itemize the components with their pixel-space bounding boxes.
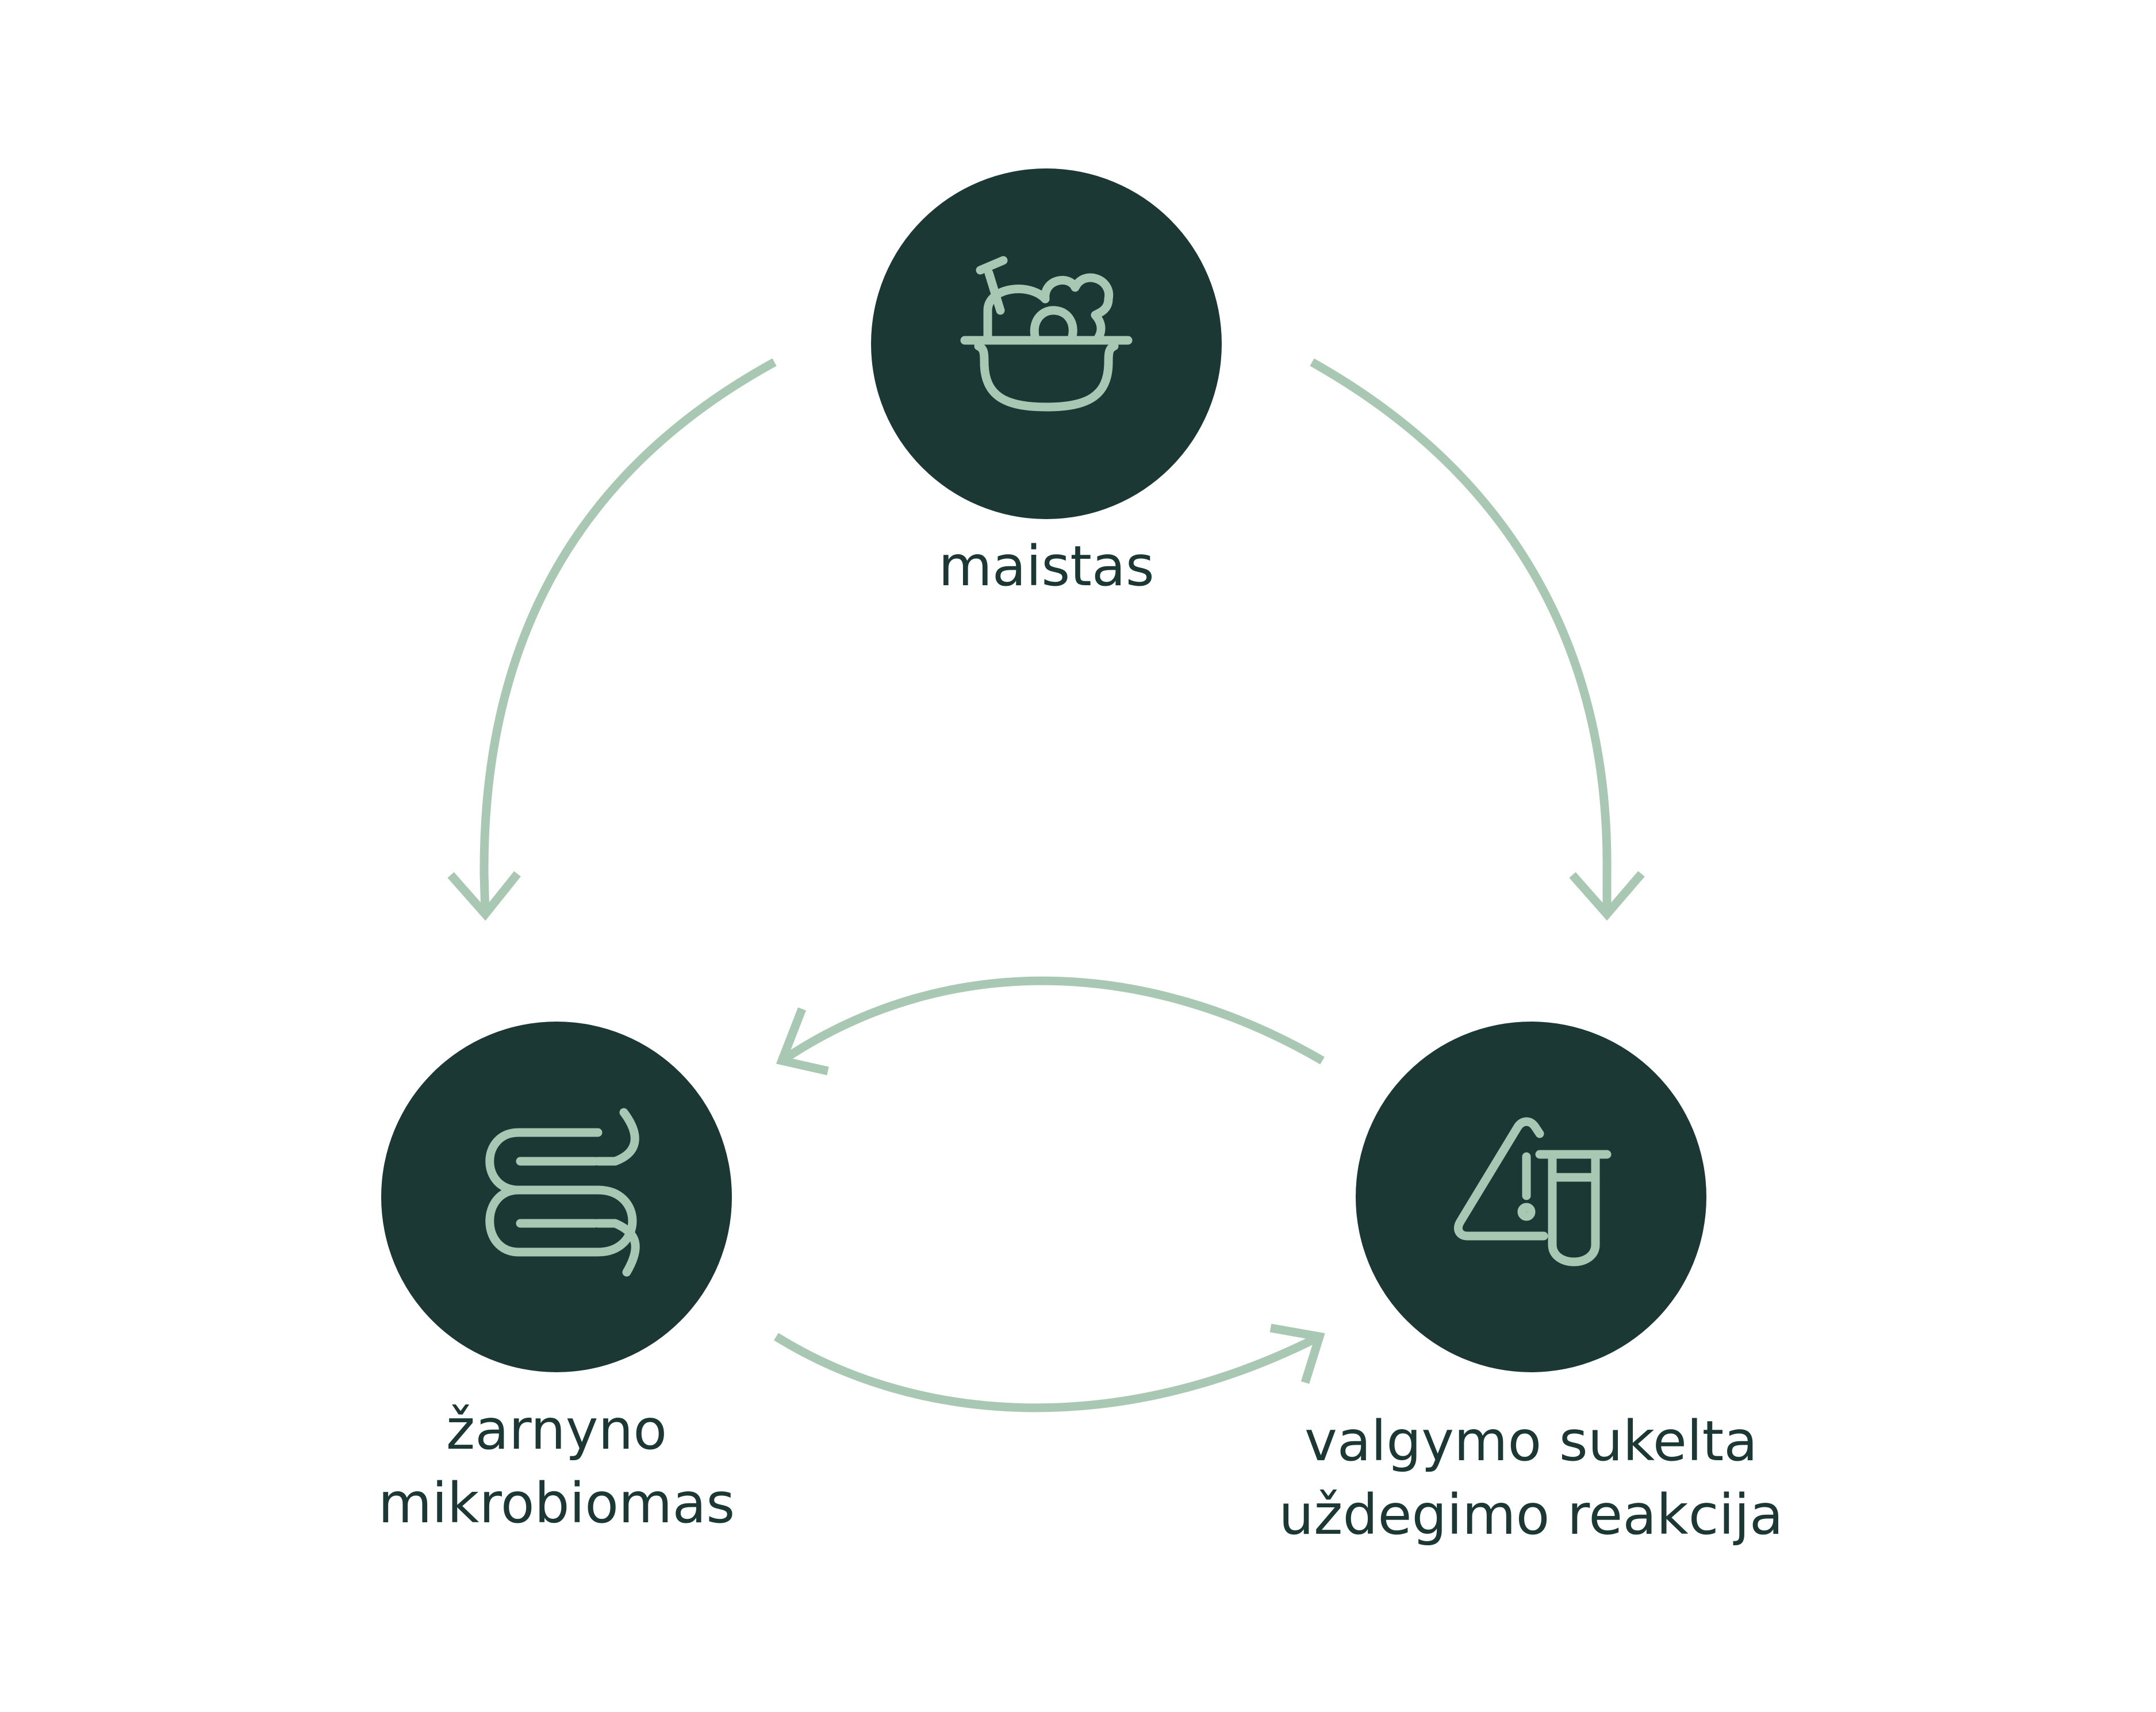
- arrowhead: [1569, 871, 1645, 921]
- node-inflammation-label-line1: valgymo sukelta: [1305, 1409, 1758, 1473]
- node-microbiome-circle: [381, 1022, 732, 1372]
- arrowhead: [447, 871, 521, 921]
- arrow-food-to-microbiome: [447, 358, 777, 921]
- arrow-inflammation-to-microbiome: [776, 976, 1325, 1076]
- node-inflammation-circle: [1356, 1022, 1706, 1372]
- intestine-icon: [485, 1108, 640, 1277]
- arrowhead: [776, 1007, 829, 1076]
- arrow-food-to-inflammation: [1310, 358, 1645, 921]
- food-basket-icon: [960, 256, 1133, 412]
- node-microbiome-label-line1: žarnyno: [446, 1398, 667, 1462]
- node-inflammation-label-line2: uždegimo reakcija: [1279, 1483, 1783, 1547]
- warning-test-tube-icon: [1454, 1117, 1612, 1266]
- arrow-microbiome-to-inflammation: [774, 1323, 1325, 1412]
- node-microbiome-label-line2: mikrobiomas: [378, 1471, 735, 1536]
- arrowhead: [1269, 1323, 1325, 1384]
- node-food: maistas: [871, 168, 1222, 598]
- node-food-label: maistas: [938, 534, 1154, 598]
- node-inflammation: valgymo sukelta uždegimo reakcija: [1279, 1022, 1783, 1547]
- node-microbiome: žarnyno mikrobiomas: [378, 1022, 735, 1536]
